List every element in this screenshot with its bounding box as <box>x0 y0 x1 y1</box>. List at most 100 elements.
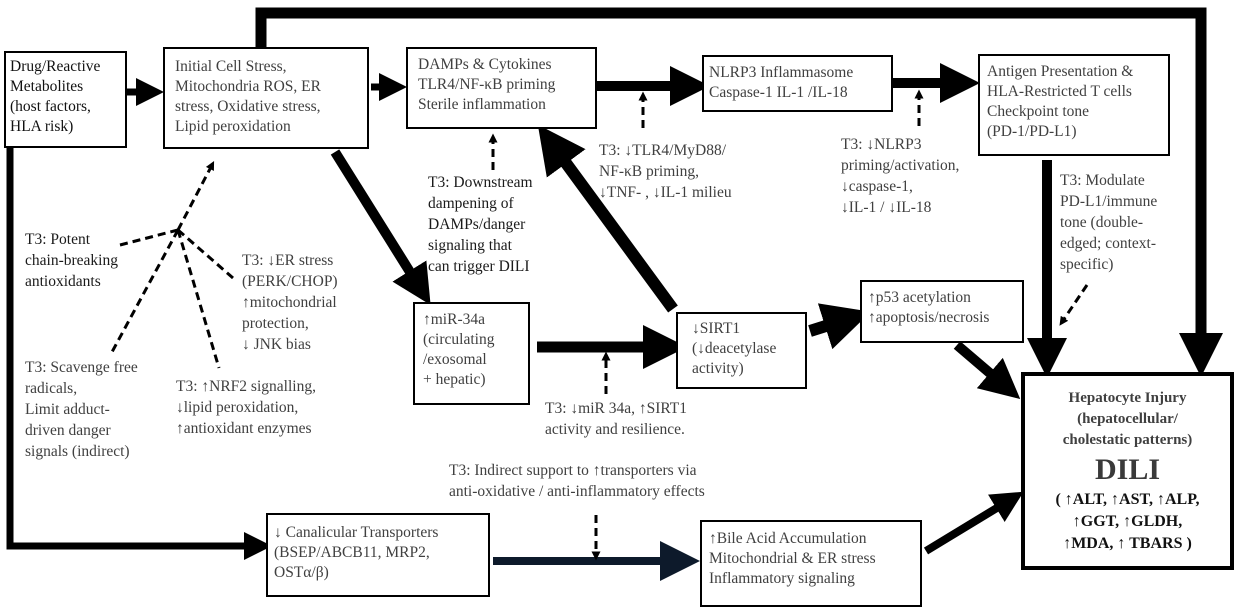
note-nrf2: T3: ↑NRF2 signalling, ↓lipid peroxidatio… <box>176 376 316 439</box>
note-line: dampening of <box>428 195 514 212</box>
note-line: T3: ↓NLRP3 <box>841 136 922 153</box>
note-downstream-dampening: T3: Downstream dampening of DAMPs/danger… <box>428 172 533 277</box>
box-line: ↑apoptosis/necrosis <box>868 309 990 326</box>
note-line: chain-breaking <box>25 252 118 269</box>
canalicular-transporters-box: ↓ Canalicular Transporters (BSEP/ABCB11,… <box>266 513 490 597</box>
arrow-p53-to-dili <box>953 341 1021 399</box>
box-line: TLR4/NF-κB priming <box>418 76 556 93</box>
box-line: Caspase-1 IL-1 /IL-18 <box>709 84 848 101</box>
box-line: ↓ Canalicular Transporters <box>274 524 439 541</box>
dashed-scavenge <box>110 229 180 353</box>
box-line: Mitochondrial & ER stress <box>709 550 876 567</box>
box-line: Lipid peroxidation <box>175 118 291 135</box>
note-line: ↑mitochondrial <box>242 294 337 311</box>
box-line: Drug/Reactive <box>10 58 101 75</box>
box-line: Mitochondria ROS, ER <box>175 78 321 95</box>
note-line: signals (indirect) <box>25 443 130 460</box>
note-line: antioxidants <box>25 273 101 290</box>
note-line: signaling that <box>428 237 512 254</box>
note-line: ↓caspase-1, <box>841 178 913 195</box>
box-line: OSTα/β) <box>274 564 329 581</box>
dili-marker-line: ↑MDA, ↑ TBARS ) <box>1063 535 1192 552</box>
note-nlrp3: T3: ↓NLRP3 priming/activation, ↓caspase-… <box>841 134 959 218</box>
note-line: T3: Potent <box>25 231 91 248</box>
note-line: priming/activation, <box>841 157 960 174</box>
box-line: HLA-Restricted T cells <box>987 83 1132 100</box>
note-line: Limit adduct- <box>25 401 110 418</box>
note-line: activity and resilience. <box>545 421 685 438</box>
nlrp3-inflammasome-box: NLRP3 Inflammasome Caspase-1 IL-1 /IL-18 <box>702 55 893 112</box>
box-line: (circulating <box>423 331 495 348</box>
box-line: (↓deacetylase <box>692 340 777 357</box>
box-line: ↑Bile Acid Accumulation <box>709 530 867 547</box>
note-line: edged; context- <box>1060 235 1156 252</box>
note-line: T3: ↓miR 34a, ↑SIRT1 <box>545 400 688 417</box>
note-line: DAMPs/danger <box>428 216 526 233</box>
note-line: can trigger DILI <box>428 258 530 275</box>
box-line: Checkpoint tone <box>987 103 1090 120</box>
note-line: T3: Modulate <box>1060 172 1145 189</box>
p53-apoptosis-box: ↑p53 acetylation ↑apoptosis/necrosis <box>860 280 1024 343</box>
note-line: protection, <box>242 315 309 332</box>
box-line: DAMPs & Cytokines <box>418 56 552 73</box>
note-line: anti-oxidative / anti-inflammatory effec… <box>449 483 705 500</box>
note-line: ↓IL-1 / ↓IL-18 <box>841 199 932 216</box>
note-line: specific) <box>1060 256 1114 273</box>
box-line: + hepatic) <box>423 371 486 388</box>
drug-metabolites-box: Drug/Reactive Metabolites (host factors,… <box>4 51 127 148</box>
note-line: radicals, <box>25 380 78 397</box>
note-line: (PERK/CHOP) <box>242 273 338 290</box>
box-line: stress, Oxidative stress, <box>175 98 321 115</box>
mir34a-box: ↑miR-34a (circulating /exosomal + hepati… <box>413 302 530 405</box>
left-loop-arrow <box>6 148 272 560</box>
dili-label: DILI <box>1094 453 1161 486</box>
box-line: ↓SIRT1 <box>692 320 741 337</box>
note-line: ↓lipid peroxidation, <box>176 399 299 416</box>
note-potent-antioxidants: T3: Potent chain-breaking antioxidants <box>25 229 118 292</box>
damps-cytokines-box: DAMPs & Cytokines TLR4/NF-κB priming Ste… <box>406 47 597 129</box>
box-line: Inflammatory signaling <box>709 570 855 587</box>
dashed-nrf2 <box>176 229 221 369</box>
box-line: Antigen Presentation & <box>987 63 1134 80</box>
note-line: T3: Downstream <box>428 174 533 191</box>
box-line: (host factors, <box>10 98 91 115</box>
note-tlr4: T3: ↓TLR4/MyD88/ NF-κB priming, ↓TNF- , … <box>599 140 732 203</box>
note-line: NF-κB priming, <box>599 163 699 180</box>
initial-cell-stress-box: Initial Cell Stress, Mitochondria ROS, E… <box>163 47 369 149</box>
note-line: PD-L1/immune <box>1060 193 1158 210</box>
box-line: ↑p53 acetylation <box>868 289 971 306</box>
note-line: T3: ↓TLR4/MyD88/ <box>599 142 727 159</box>
dili-heading-line: Hepatocyte Injury <box>1068 390 1187 406</box>
arrow-sirt1-to-damps <box>537 124 678 313</box>
note-line: ↓ JNK bias <box>242 336 311 353</box>
arrow-stress-to-mir34a <box>330 149 431 305</box>
box-line: HLA risk) <box>10 118 74 135</box>
dili-marker-line: ↑GGT, ↑GLDH, <box>1072 513 1183 530</box>
dashed-hub-to-stress <box>176 161 215 231</box>
note-line: ↑antioxidant enzymes <box>176 420 312 437</box>
note-line: T3: ↓ER stress <box>242 252 334 269</box>
dili-marker-line: ( ↑ALT, ↑AST, ↑ALP, <box>1055 491 1200 508</box>
note-transporters: T3: Indirect support to ↑transporters vi… <box>449 460 705 502</box>
note-scavenge-radicals: T3: Scavenge free radicals, Limit adduct… <box>25 357 138 462</box>
box-line: (BSEP/ABCB11, MRP2, <box>274 544 430 561</box>
dashed-pdl1 <box>1059 284 1089 326</box>
top-loop-arrow <box>255 7 1223 377</box>
bile-acid-box: ↑Bile Acid Accumulation Mitochondrial & … <box>700 520 922 607</box>
note-er-stress: T3: ↓ER stress (PERK/CHOP) ↑mitochondria… <box>242 250 338 355</box>
box-line: Sterile inflammation <box>418 96 546 113</box>
note-line: T3: ↑NRF2 signalling, <box>176 378 316 395</box>
dashed-er <box>177 228 234 280</box>
dili-outcome-box: Hepatocyte Injury (hepatocellular/ chole… <box>1021 372 1234 570</box>
note-line: ↓TNF- , ↓IL-1 milieu <box>599 184 732 201</box>
dili-heading-line: (hepatocellular/ <box>1077 411 1178 427</box>
box-line: activity) <box>692 360 744 377</box>
box-line: /exosomal <box>423 351 487 368</box>
note-line: T3: Scavenge free <box>25 359 138 376</box>
box-line: Initial Cell Stress, <box>175 58 287 75</box>
note-line: T3: Indirect support to ↑transporters vi… <box>449 462 697 479</box>
sirt1-box: ↓SIRT1 (↓deacetylase activity) <box>676 312 807 389</box>
note-pdl1: T3: Modulate PD-L1/immune tone (double- … <box>1060 170 1157 275</box>
arrow-sirt1-to-p53 <box>808 303 871 350</box>
